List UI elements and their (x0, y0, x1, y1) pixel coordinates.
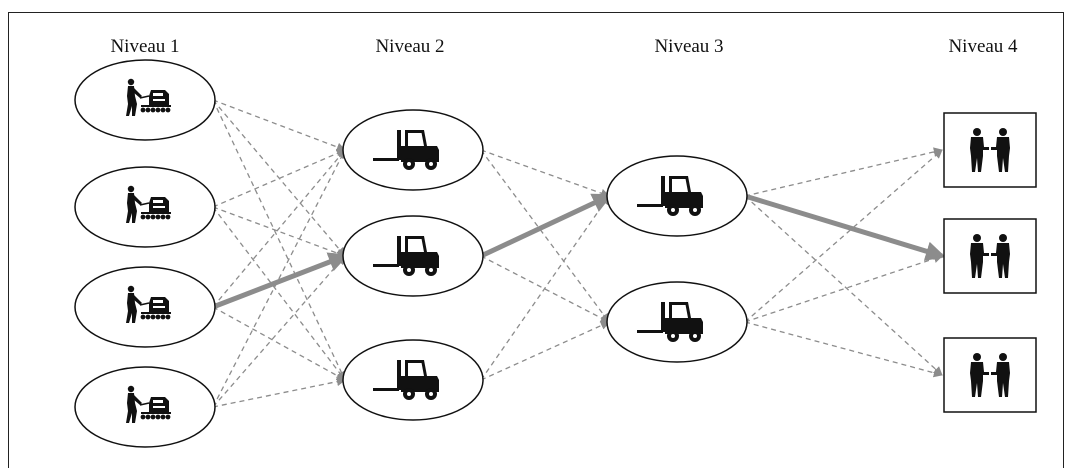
level-4-node-1 (943, 112, 1037, 188)
highlighted-edge (744, 193, 946, 261)
dashed-edge (212, 149, 346, 308)
level-4-label: Niveau 4 (948, 36, 1018, 57)
nodes-layer (74, 59, 1037, 448)
dashed-edge (212, 99, 346, 152)
dashed-edge (212, 306, 346, 381)
dashed-edge (480, 321, 610, 381)
dashed-edge (212, 149, 346, 408)
level-4-node-2 (943, 218, 1037, 294)
level-4-node-3 (943, 337, 1037, 413)
dashed-edge (212, 255, 346, 408)
level-2-node-2 (342, 215, 484, 297)
level-2-node-1 (342, 109, 484, 191)
level-3-node-1 (606, 155, 748, 237)
level-2-label: Niveau 2 (375, 36, 445, 57)
level-1-node-4 (74, 366, 216, 448)
dashed-edge (212, 206, 346, 258)
edges-layer (212, 99, 946, 408)
dashed-edge (744, 321, 943, 378)
level-3-node-2 (606, 281, 748, 363)
dashed-edge (212, 149, 346, 208)
dashed-edge (744, 147, 943, 197)
dashed-edge (480, 195, 610, 381)
dashed-edge (744, 254, 943, 323)
level-1-node-3 (74, 266, 216, 348)
level-2-node-3 (342, 339, 484, 421)
dashed-edge (744, 149, 943, 323)
dashed-edge (212, 377, 346, 408)
level-1-node-2 (74, 166, 216, 248)
dashed-edge (480, 149, 610, 198)
dashed-edge (212, 99, 346, 381)
diagram-frame (8, 12, 1064, 468)
level-1-label: Niveau 1 (110, 36, 180, 57)
level-1-node-1 (74, 59, 216, 141)
dashed-edge (480, 149, 610, 323)
level-3-label: Niveau 3 (654, 36, 724, 57)
dashed-edge (212, 206, 346, 381)
highlighted-edge (479, 193, 613, 259)
highlighted-edge (212, 252, 349, 310)
